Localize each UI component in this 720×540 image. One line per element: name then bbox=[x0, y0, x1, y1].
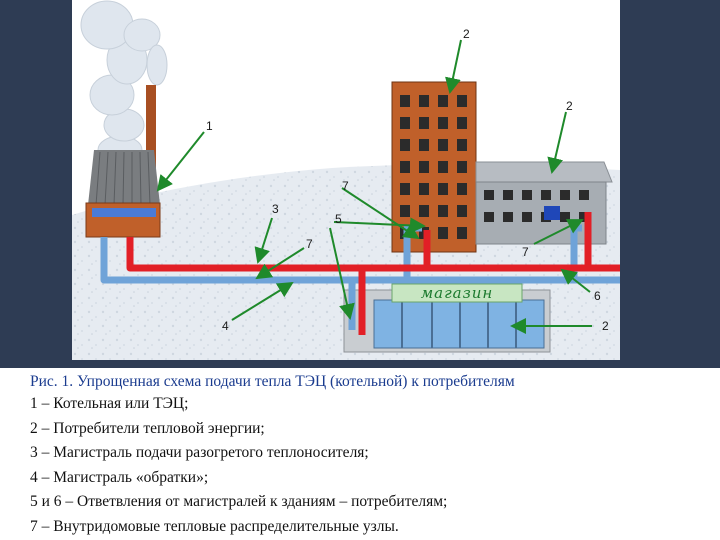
window bbox=[457, 205, 467, 217]
window bbox=[400, 139, 410, 151]
window bbox=[400, 205, 410, 217]
shop-sign-board bbox=[391, 283, 523, 303]
caption-title: Рис. 1. Упрощенная схема подачи тепла ТЭ… bbox=[30, 373, 515, 390]
window bbox=[522, 212, 532, 222]
legend-item-6: 7 – Внутридомовые тепловые распределител… bbox=[30, 517, 399, 535]
office-building bbox=[475, 161, 613, 245]
window bbox=[438, 205, 448, 217]
window bbox=[400, 161, 410, 173]
window bbox=[419, 205, 429, 217]
window bbox=[560, 212, 570, 222]
window bbox=[400, 117, 410, 129]
label-supply-main: 3 bbox=[272, 202, 279, 216]
label-node-7-top: 7 bbox=[342, 179, 349, 193]
window bbox=[438, 117, 448, 129]
window bbox=[522, 190, 532, 200]
window bbox=[484, 190, 494, 200]
window bbox=[457, 117, 467, 129]
window bbox=[541, 190, 551, 200]
window bbox=[438, 227, 448, 239]
window bbox=[400, 183, 410, 195]
window bbox=[503, 212, 513, 222]
figure-caption: Рис. 1. Упрощенная схема подачи тепла ТЭ… bbox=[0, 368, 720, 540]
window bbox=[457, 227, 467, 239]
legend-item-2: 2 – Потребители тепловой энергии; bbox=[30, 419, 265, 437]
label-return-main: 4 bbox=[222, 319, 229, 333]
window bbox=[579, 212, 589, 222]
window bbox=[419, 139, 429, 151]
label-consumer-right: 2 bbox=[566, 99, 573, 113]
callout-arrows bbox=[156, 39, 592, 334]
supply-main bbox=[126, 212, 620, 335]
window bbox=[438, 183, 448, 195]
window bbox=[419, 95, 429, 107]
label-node-7-mid: 7 bbox=[306, 237, 313, 251]
window bbox=[419, 183, 429, 195]
legend-item-5: 5 и 6 – Ответвления от магистралей к зда… bbox=[30, 493, 448, 511]
heat-supply-diagram: магазин 1 2 2 3 7 5 7 7 6 4 2 bbox=[72, 0, 620, 360]
legend-item-3: 3 – Магистраль подачи разогретого теплон… bbox=[30, 444, 369, 462]
label-node-7-right: 7 bbox=[522, 245, 529, 259]
window bbox=[457, 161, 467, 173]
label-branch-6: 6 bbox=[594, 289, 601, 303]
window bbox=[419, 161, 429, 173]
window bbox=[438, 161, 448, 173]
window bbox=[419, 117, 429, 129]
shop-building: магазин bbox=[343, 283, 551, 353]
window bbox=[457, 95, 467, 107]
heat-plant bbox=[85, 85, 161, 238]
window bbox=[400, 95, 410, 107]
label-heat-plant: 1 bbox=[206, 119, 213, 133]
window bbox=[457, 139, 467, 151]
window bbox=[484, 212, 494, 222]
window bbox=[579, 190, 589, 200]
legend-item-1: 1 – Котельная или ТЭЦ; bbox=[30, 395, 189, 412]
window bbox=[438, 95, 448, 107]
window bbox=[560, 190, 570, 200]
label-consumer-shop: 2 bbox=[602, 319, 609, 333]
window bbox=[503, 190, 513, 200]
legend-item-4: 4 – Магистраль «обратки»; bbox=[30, 468, 209, 486]
smoke-plume bbox=[80, 0, 168, 165]
window bbox=[438, 139, 448, 151]
label-branch-5: 5 bbox=[335, 212, 342, 226]
label-consumer-tower: 2 bbox=[463, 27, 470, 41]
window bbox=[457, 183, 467, 195]
shop-sign-text: магазин bbox=[421, 284, 494, 302]
